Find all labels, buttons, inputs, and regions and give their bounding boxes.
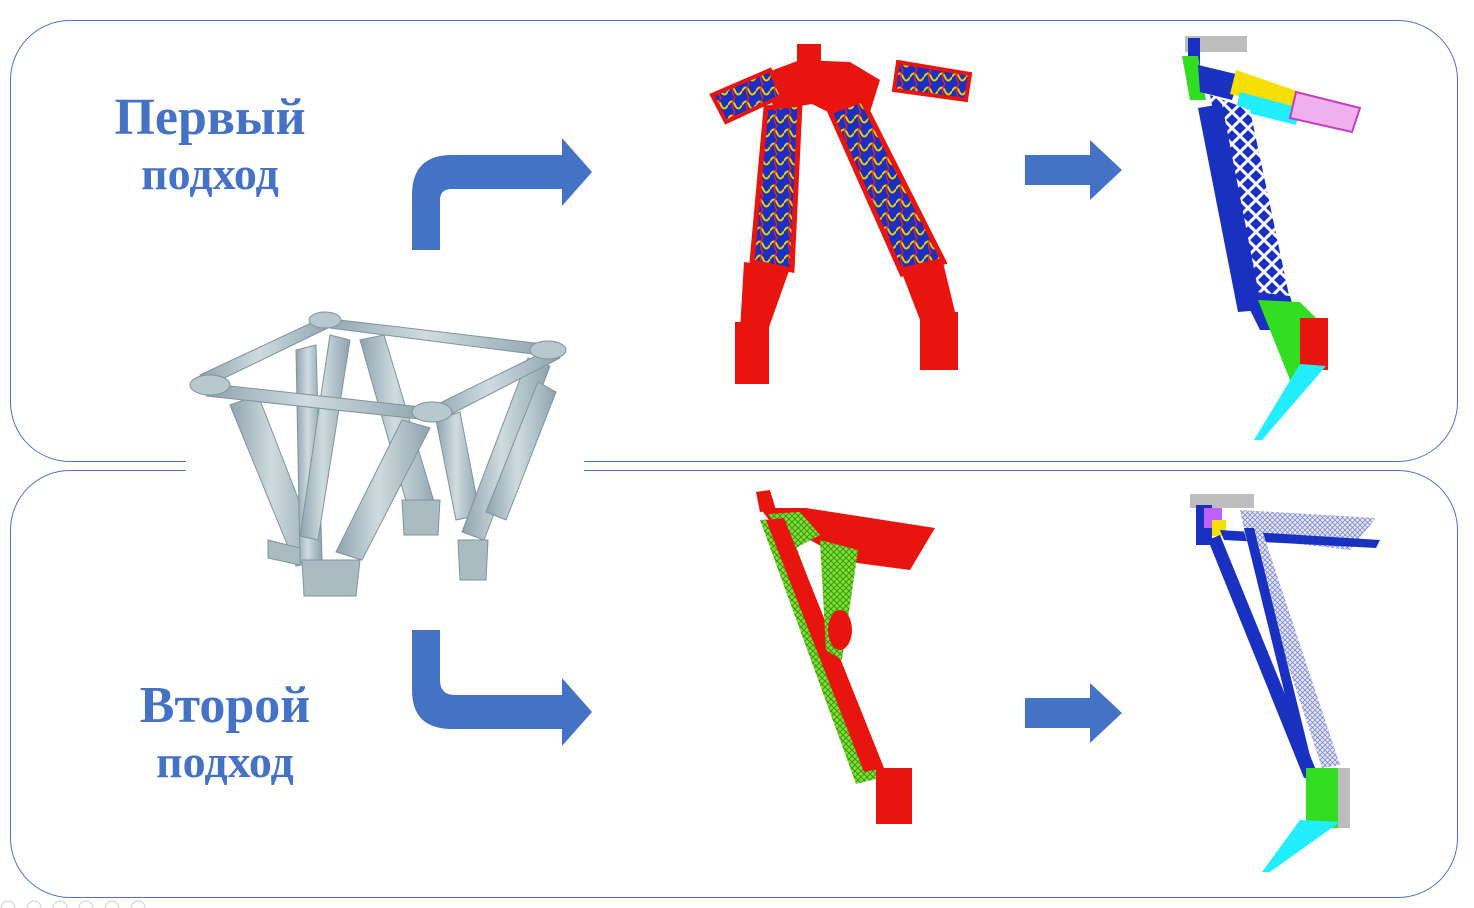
second-approach-label-line2: подход	[156, 735, 294, 787]
second-approach-beam-model	[1190, 494, 1380, 872]
first-approach-label-line1: Первый	[114, 89, 306, 146]
first-approach-optimized-part	[709, 44, 973, 384]
first-approach-beam-model	[1182, 36, 1362, 440]
second-approach-label: Второй подход	[75, 676, 375, 789]
first-approach-label-line2: подход	[141, 147, 279, 199]
curved-arrow-down-right-icon	[412, 630, 592, 746]
second-approach-label-line1: Второй	[139, 677, 311, 734]
slide-nav-dots	[0, 900, 146, 908]
arrow-right-icon	[1025, 683, 1122, 743]
arrow-right-icon	[1025, 140, 1122, 200]
space-truss-model	[189, 311, 567, 597]
second-approach-optimized-part	[756, 490, 935, 824]
curved-arrow-up-right-icon	[412, 138, 592, 250]
first-approach-label: Первый подход	[60, 88, 360, 201]
